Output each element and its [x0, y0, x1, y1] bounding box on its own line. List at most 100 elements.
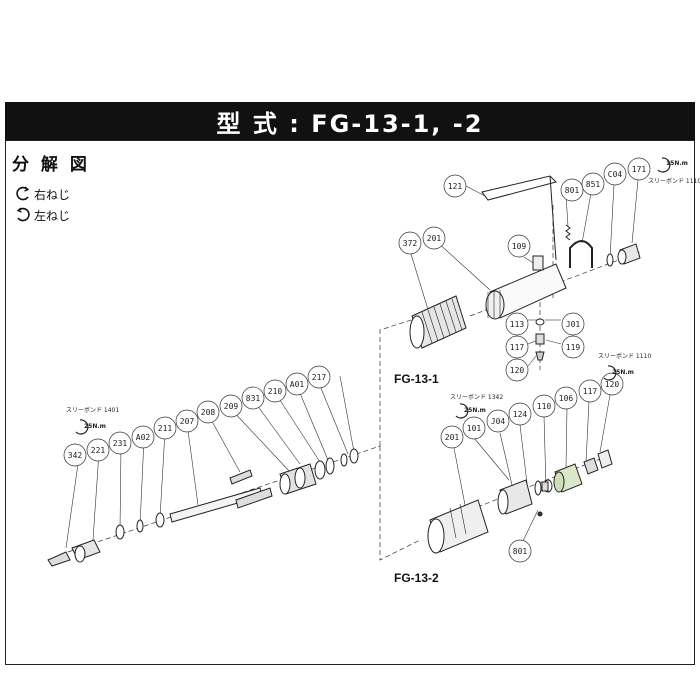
svg-text:スリーボンド 1342: スリーボンド 1342: [450, 393, 503, 401]
leader-lines: [65, 179, 639, 549]
part-217: [349, 448, 359, 464]
part-210: [325, 457, 335, 475]
svg-text:109: 109: [512, 242, 527, 251]
callout-119: 119: [561, 335, 585, 359]
callout-851: 851: [581, 172, 605, 196]
section-title: 分 解 図: [12, 155, 90, 175]
callout-109: 109: [507, 234, 531, 258]
svg-text:801: 801: [565, 186, 580, 195]
callout-208: 208: [196, 400, 220, 424]
callout-117b: 117: [578, 379, 602, 403]
svg-text:209: 209: [224, 402, 239, 411]
svg-text:217: 217: [312, 373, 327, 382]
callout-120b: 120: [600, 372, 624, 396]
callout-201b: 201: [440, 425, 464, 449]
svg-text:121: 121: [448, 182, 463, 191]
part-120b: [597, 449, 613, 469]
callout-101: 101: [462, 416, 486, 440]
svg-text:25N.m: 25N.m: [84, 423, 106, 430]
part-208: [229, 469, 253, 485]
svg-text:スリーボンド 1110: スリーボンド 1110: [598, 352, 651, 360]
callout-121: 121: [443, 174, 467, 198]
part-a02: [136, 519, 144, 533]
part-801b: [537, 511, 543, 517]
part-117b: [583, 457, 599, 475]
part-342: [47, 551, 71, 567]
part-231: [115, 524, 125, 540]
part-117: [535, 333, 545, 345]
legend-right-thread-label: 右ねじ: [34, 187, 71, 202]
svg-text:106: 106: [559, 394, 574, 403]
svg-text:120: 120: [510, 366, 525, 375]
callout-106: 106: [554, 386, 578, 410]
part-211: [155, 512, 165, 528]
callout-a02: A02: [131, 425, 155, 449]
svg-text:15N.m: 15N.m: [666, 160, 688, 167]
part-callouts: 121 801 851 C04 171 372 201 109 113 J01 …: [63, 157, 651, 563]
part-120: [535, 351, 545, 361]
svg-text:208: 208: [201, 408, 216, 417]
svg-text:117: 117: [510, 343, 525, 352]
torque-note-mid-center: スリーボンド 1342 25N.m: [450, 393, 503, 419]
model-title: 型 式 : FG-13-1, -2: [216, 109, 484, 138]
callout-120a: 120: [505, 358, 529, 382]
svg-text:201: 201: [445, 433, 460, 442]
svg-text:117: 117: [583, 387, 598, 396]
svg-text:J04: J04: [491, 417, 506, 426]
svg-text:25N.m: 25N.m: [464, 407, 486, 414]
part-u-bracket: [569, 240, 593, 268]
torque-note-mid-right: スリーボンド 1110 25N.m: [598, 352, 651, 381]
svg-text:211: 211: [158, 424, 173, 433]
svg-text:210: 210: [268, 387, 283, 396]
callout-113: 113: [505, 312, 529, 336]
svg-text:201: 201: [427, 234, 442, 243]
svg-text:231: 231: [113, 439, 128, 448]
svg-text:113: 113: [510, 320, 525, 329]
svg-text:372: 372: [403, 239, 418, 248]
svg-text:119: 119: [566, 343, 581, 352]
callout-221: 221: [86, 438, 110, 462]
callout-c04: C04: [603, 162, 627, 186]
svg-text:C04: C04: [608, 170, 623, 179]
svg-text:J01: J01: [566, 320, 581, 329]
legend-left-thread: 左ねじ: [14, 206, 70, 224]
part-j04: [534, 480, 542, 496]
torque-arrow-icon: [657, 157, 671, 173]
callout-801a: 801: [560, 178, 584, 202]
callout-372: 372: [398, 231, 422, 255]
assembly-axes: [67, 205, 641, 561]
torque-arrow-icon: [603, 365, 617, 381]
svg-text:831: 831: [246, 394, 261, 403]
svg-text:801: 801: [513, 547, 528, 556]
torque-note-left: スリーボンド 1401 25N.m: [66, 406, 119, 435]
callout-110: 110: [532, 394, 556, 418]
svg-text:25N.m: 25N.m: [612, 369, 634, 376]
counterclockwise-arrow-icon: [16, 207, 30, 222]
svg-text:851: 851: [586, 180, 601, 189]
callout-171: 171: [627, 157, 651, 181]
callout-209: 209: [219, 394, 243, 418]
model-label-fg-13-1: FG-13-1: [394, 372, 439, 386]
torque-note-top-right: 15N.m スリーボンド 1110: [648, 157, 700, 185]
callout-342: 342: [63, 443, 87, 467]
callout-j04: J04: [486, 409, 510, 433]
legend-left-thread-label: 左ねじ: [34, 208, 71, 223]
svg-text:スリーボンド 1110: スリーボンド 1110: [648, 177, 700, 185]
part-113: [535, 318, 545, 326]
callout-831: 831: [241, 386, 265, 410]
part-a01: [340, 453, 348, 467]
svg-text:171: 171: [632, 165, 647, 174]
legend-right-thread: 右ねじ: [14, 185, 70, 203]
svg-text:124: 124: [513, 410, 528, 419]
part-handle: [481, 175, 557, 201]
svg-text:A01: A01: [290, 380, 305, 389]
callout-210: 210: [263, 379, 287, 403]
svg-text:101: 101: [467, 424, 482, 433]
svg-text:221: 221: [91, 446, 106, 455]
assembly-drive-shaft: [47, 448, 359, 567]
svg-text:A02: A02: [136, 433, 151, 442]
part-831: [314, 460, 326, 480]
part-oring-c04: [606, 253, 614, 267]
diagram-frame: [5, 140, 695, 665]
